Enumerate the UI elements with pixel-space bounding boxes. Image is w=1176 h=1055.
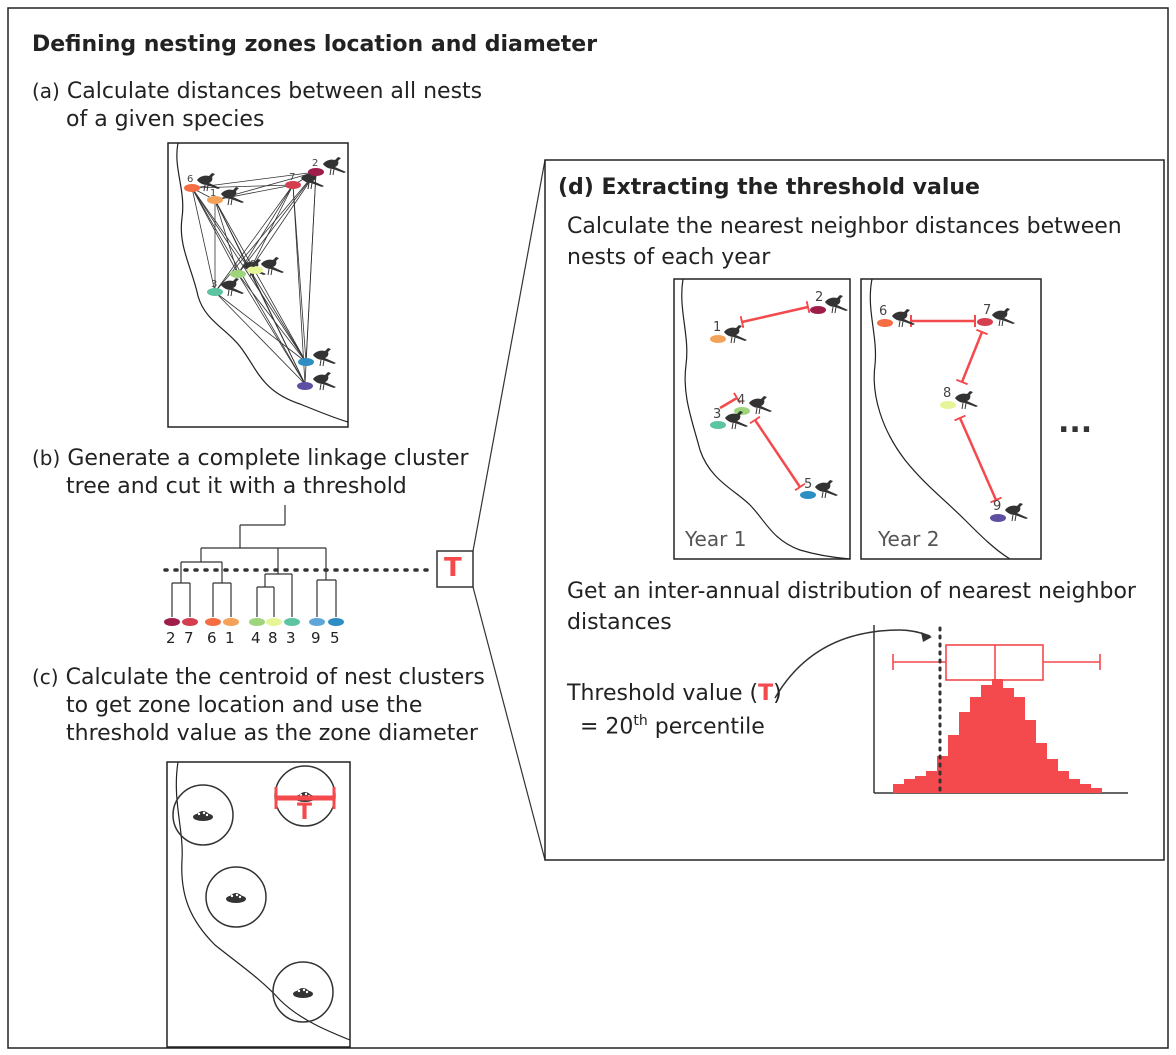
- panel-d-line-2: nests of each year: [567, 245, 771, 270]
- panel-d-box: [544, 159, 1165, 861]
- panel-b-line-1: (b) Generate a complete linkage cluster: [32, 446, 469, 471]
- ellipsis-text: ...: [1058, 405, 1092, 440]
- panel-c-tag: (c): [32, 665, 59, 689]
- outer-frame: [7, 7, 1169, 1049]
- leaf-label: 4: [251, 629, 261, 647]
- threshold-box: [436, 550, 474, 588]
- panel-a-line-1: (a) Calculate distances between all nest…: [32, 79, 483, 104]
- threshold-t-symbol: T: [444, 553, 462, 583]
- year-1-map: 1 2 4 3 5: [673, 278, 851, 560]
- panel-b-dendrogram: [171, 505, 337, 617]
- figure-title: Defining nesting zones location and diam…: [32, 32, 598, 57]
- panel-a-map: 6 1 7 2 8 3: [167, 142, 349, 428]
- panel-c-line-2: to get zone location and use the: [66, 693, 423, 718]
- zone-diameter-t-symbol: T: [297, 800, 313, 825]
- svg-text:2: 2: [815, 290, 823, 305]
- panel-a-line-2: of a given species: [66, 107, 265, 132]
- leaf-label: 5: [330, 629, 340, 647]
- svg-text:3: 3: [713, 407, 721, 422]
- leaf-label: 7: [184, 629, 194, 647]
- svg-text:7: 7: [983, 303, 991, 318]
- leaf-label: 3: [286, 629, 296, 647]
- year-2-label: Year 2: [878, 527, 940, 551]
- panel-a-tag: (a): [32, 79, 60, 103]
- panel-b-tag: (b): [32, 446, 61, 470]
- year-1-label: Year 1: [685, 527, 747, 551]
- svg-text:2: 2: [312, 158, 318, 169]
- svg-text:8: 8: [250, 259, 256, 270]
- svg-text:5: 5: [804, 477, 812, 492]
- svg-text:6: 6: [879, 304, 887, 319]
- svg-text:1: 1: [210, 188, 216, 199]
- boxplot: [892, 644, 1101, 681]
- panel-c-map: [166, 761, 351, 1048]
- panel-c-line-3: threshold value as the zone diameter: [66, 721, 478, 746]
- svg-text:1: 1: [713, 320, 721, 335]
- percentile-label: = 20th percentile: [580, 713, 765, 740]
- leaf-label: 2: [166, 629, 176, 647]
- svg-text:3: 3: [211, 279, 217, 290]
- svg-text:6: 6: [187, 174, 193, 185]
- year-2-map: 6 7 8 9: [860, 278, 1042, 560]
- threshold-value-label: Threshold value (T): [567, 681, 782, 706]
- svg-text:8: 8: [943, 386, 951, 401]
- dendrogram-leaf-nests: [164, 618, 344, 626]
- leaf-label: 9: [311, 629, 321, 647]
- panel-c-line-1: (c) Calculate the centroid of nest clust…: [32, 665, 485, 690]
- panel-b-line-2: tree and cut it with a threshold: [66, 474, 407, 499]
- svg-text:4: 4: [737, 393, 745, 408]
- svg-text:7: 7: [289, 172, 295, 183]
- svg-text:9: 9: [993, 499, 1001, 514]
- leaf-label: 6: [207, 629, 217, 647]
- threshold-value-t-symbol: T: [758, 681, 774, 706]
- panel-d-line-3: Get an inter-annual distribution of near…: [567, 579, 1136, 604]
- leaf-label: 1: [225, 629, 235, 647]
- leaf-label: 8: [268, 629, 278, 647]
- panel-d-line-1: Calculate the nearest neighbor distances…: [567, 214, 1122, 239]
- histogram-bars: [893, 679, 1102, 793]
- distribution-plot: [774, 625, 1128, 794]
- panel-d-title: (d) Extracting the threshold value: [558, 175, 980, 200]
- panel-d-line-4: distances: [567, 610, 672, 635]
